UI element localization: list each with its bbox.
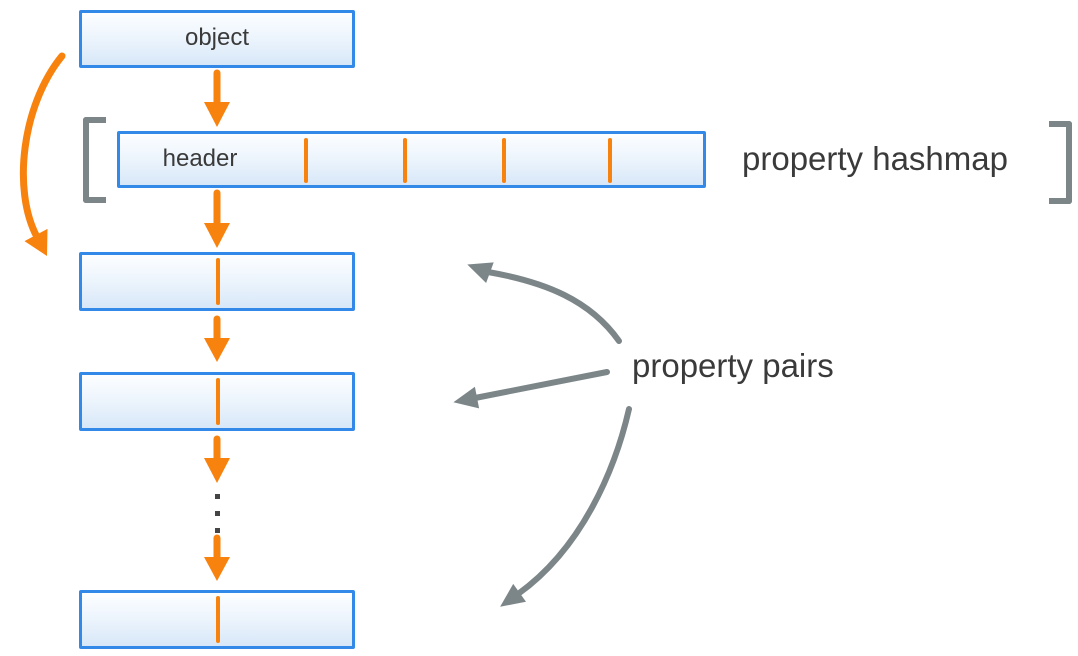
ellipsis-dot [215, 494, 220, 499]
vertical-ellipsis [215, 494, 220, 533]
pairs-pointer-arrow-bottom-icon [500, 406, 632, 607]
left-bracket [83, 117, 106, 203]
pair-key-value-divider [216, 378, 220, 425]
pairs-pointer-arrow-top-icon [467, 262, 622, 344]
hashmap-slot-divider [608, 138, 612, 183]
curved-arrow-object-to-pair1-icon [19, 52, 66, 256]
hashmap-slot-divider [403, 138, 407, 183]
down-arrow-header-to-pair1-icon [204, 189, 230, 248]
ellipsis-dot [215, 511, 220, 516]
hashmap-slot-divider [502, 138, 506, 183]
property-pair-node [79, 372, 355, 431]
pairs-pointer-arrow-middle-icon [453, 369, 610, 409]
header-node: header [117, 131, 706, 188]
down-arrow-ellipsis-to-pair3-icon [204, 534, 230, 581]
pair-key-value-divider [216, 596, 220, 643]
right-bracket [1049, 121, 1072, 204]
down-arrow-pair2-to-ellipsis-icon [204, 435, 230, 483]
ellipsis-dot [215, 528, 220, 533]
down-arrow-pair1-to-pair2-icon [204, 315, 230, 362]
header-label: header [162, 144, 238, 172]
property-pair-node [79, 252, 355, 311]
hashmap-caption: property hashmap [742, 140, 1008, 177]
pair-key-value-divider [216, 258, 220, 305]
object-node: object [79, 10, 355, 68]
hashmap-slot-divider [304, 138, 308, 183]
property-pair-node [79, 590, 355, 649]
pairs-caption: property pairs [632, 347, 834, 384]
down-arrow-object-to-header-icon [204, 69, 230, 127]
object-label: object [184, 23, 250, 51]
